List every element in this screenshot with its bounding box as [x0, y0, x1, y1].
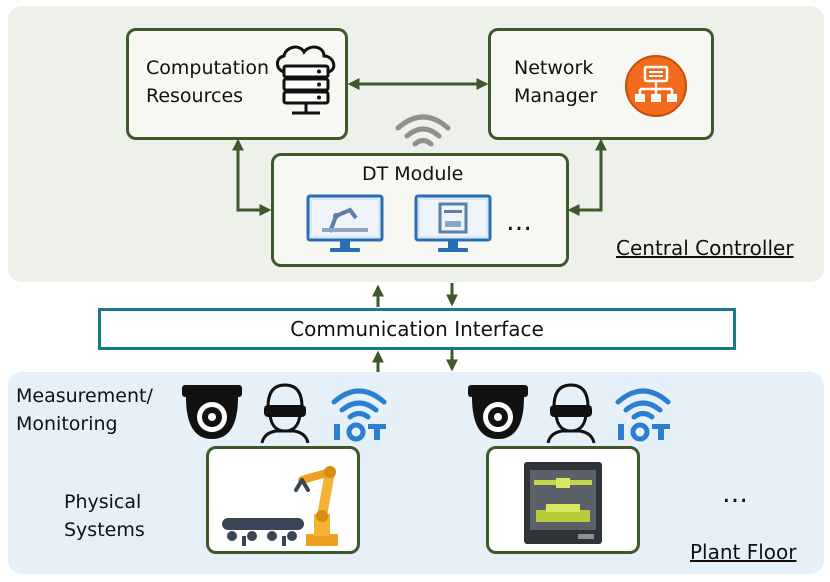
- network-hierarchy-icon: [625, 55, 687, 117]
- measurement-monitoring-label-2: Monitoring: [16, 413, 118, 435]
- vr-operator-icon: [546, 383, 596, 444]
- wifi-icon: [395, 114, 451, 147]
- dome-camera-icon: [468, 385, 528, 439]
- robot-arm-conveyor-icon: [222, 466, 338, 546]
- physical-systems-label-1: Physical: [64, 491, 142, 513]
- physical-systems-label-2: Systems: [64, 519, 145, 541]
- iot-icon: [615, 388, 671, 442]
- plant-floor-label: Plant Floor: [690, 540, 797, 564]
- central-controller-label: Central Controller: [616, 236, 794, 260]
- cloud-server-icon: [276, 45, 336, 115]
- vr-operator-icon: [260, 383, 310, 444]
- dt-module-title: DT Module: [362, 163, 464, 185]
- dt-module-more-ellipsis: …: [506, 207, 532, 237]
- monitor-3d-printer-icon: [414, 194, 492, 252]
- plant-floor-region: [8, 372, 824, 574]
- network-manager-label-2: Manager: [514, 85, 598, 107]
- 3d-printer-icon: [524, 462, 602, 544]
- iot-icon: [331, 388, 387, 442]
- computation-resources-label-1: Computation: [146, 57, 269, 79]
- measurement-monitoring-label-1: Measurement/: [16, 385, 153, 407]
- dome-camera-icon: [182, 385, 242, 439]
- communication-interface-box: Communication Interface: [98, 308, 736, 350]
- network-manager-label-1: Network: [514, 57, 594, 79]
- computation-resources-label-2: Resources: [146, 85, 244, 107]
- plant-more-ellipsis: …: [722, 479, 748, 509]
- monitor-robot-arm-icon: [306, 194, 384, 252]
